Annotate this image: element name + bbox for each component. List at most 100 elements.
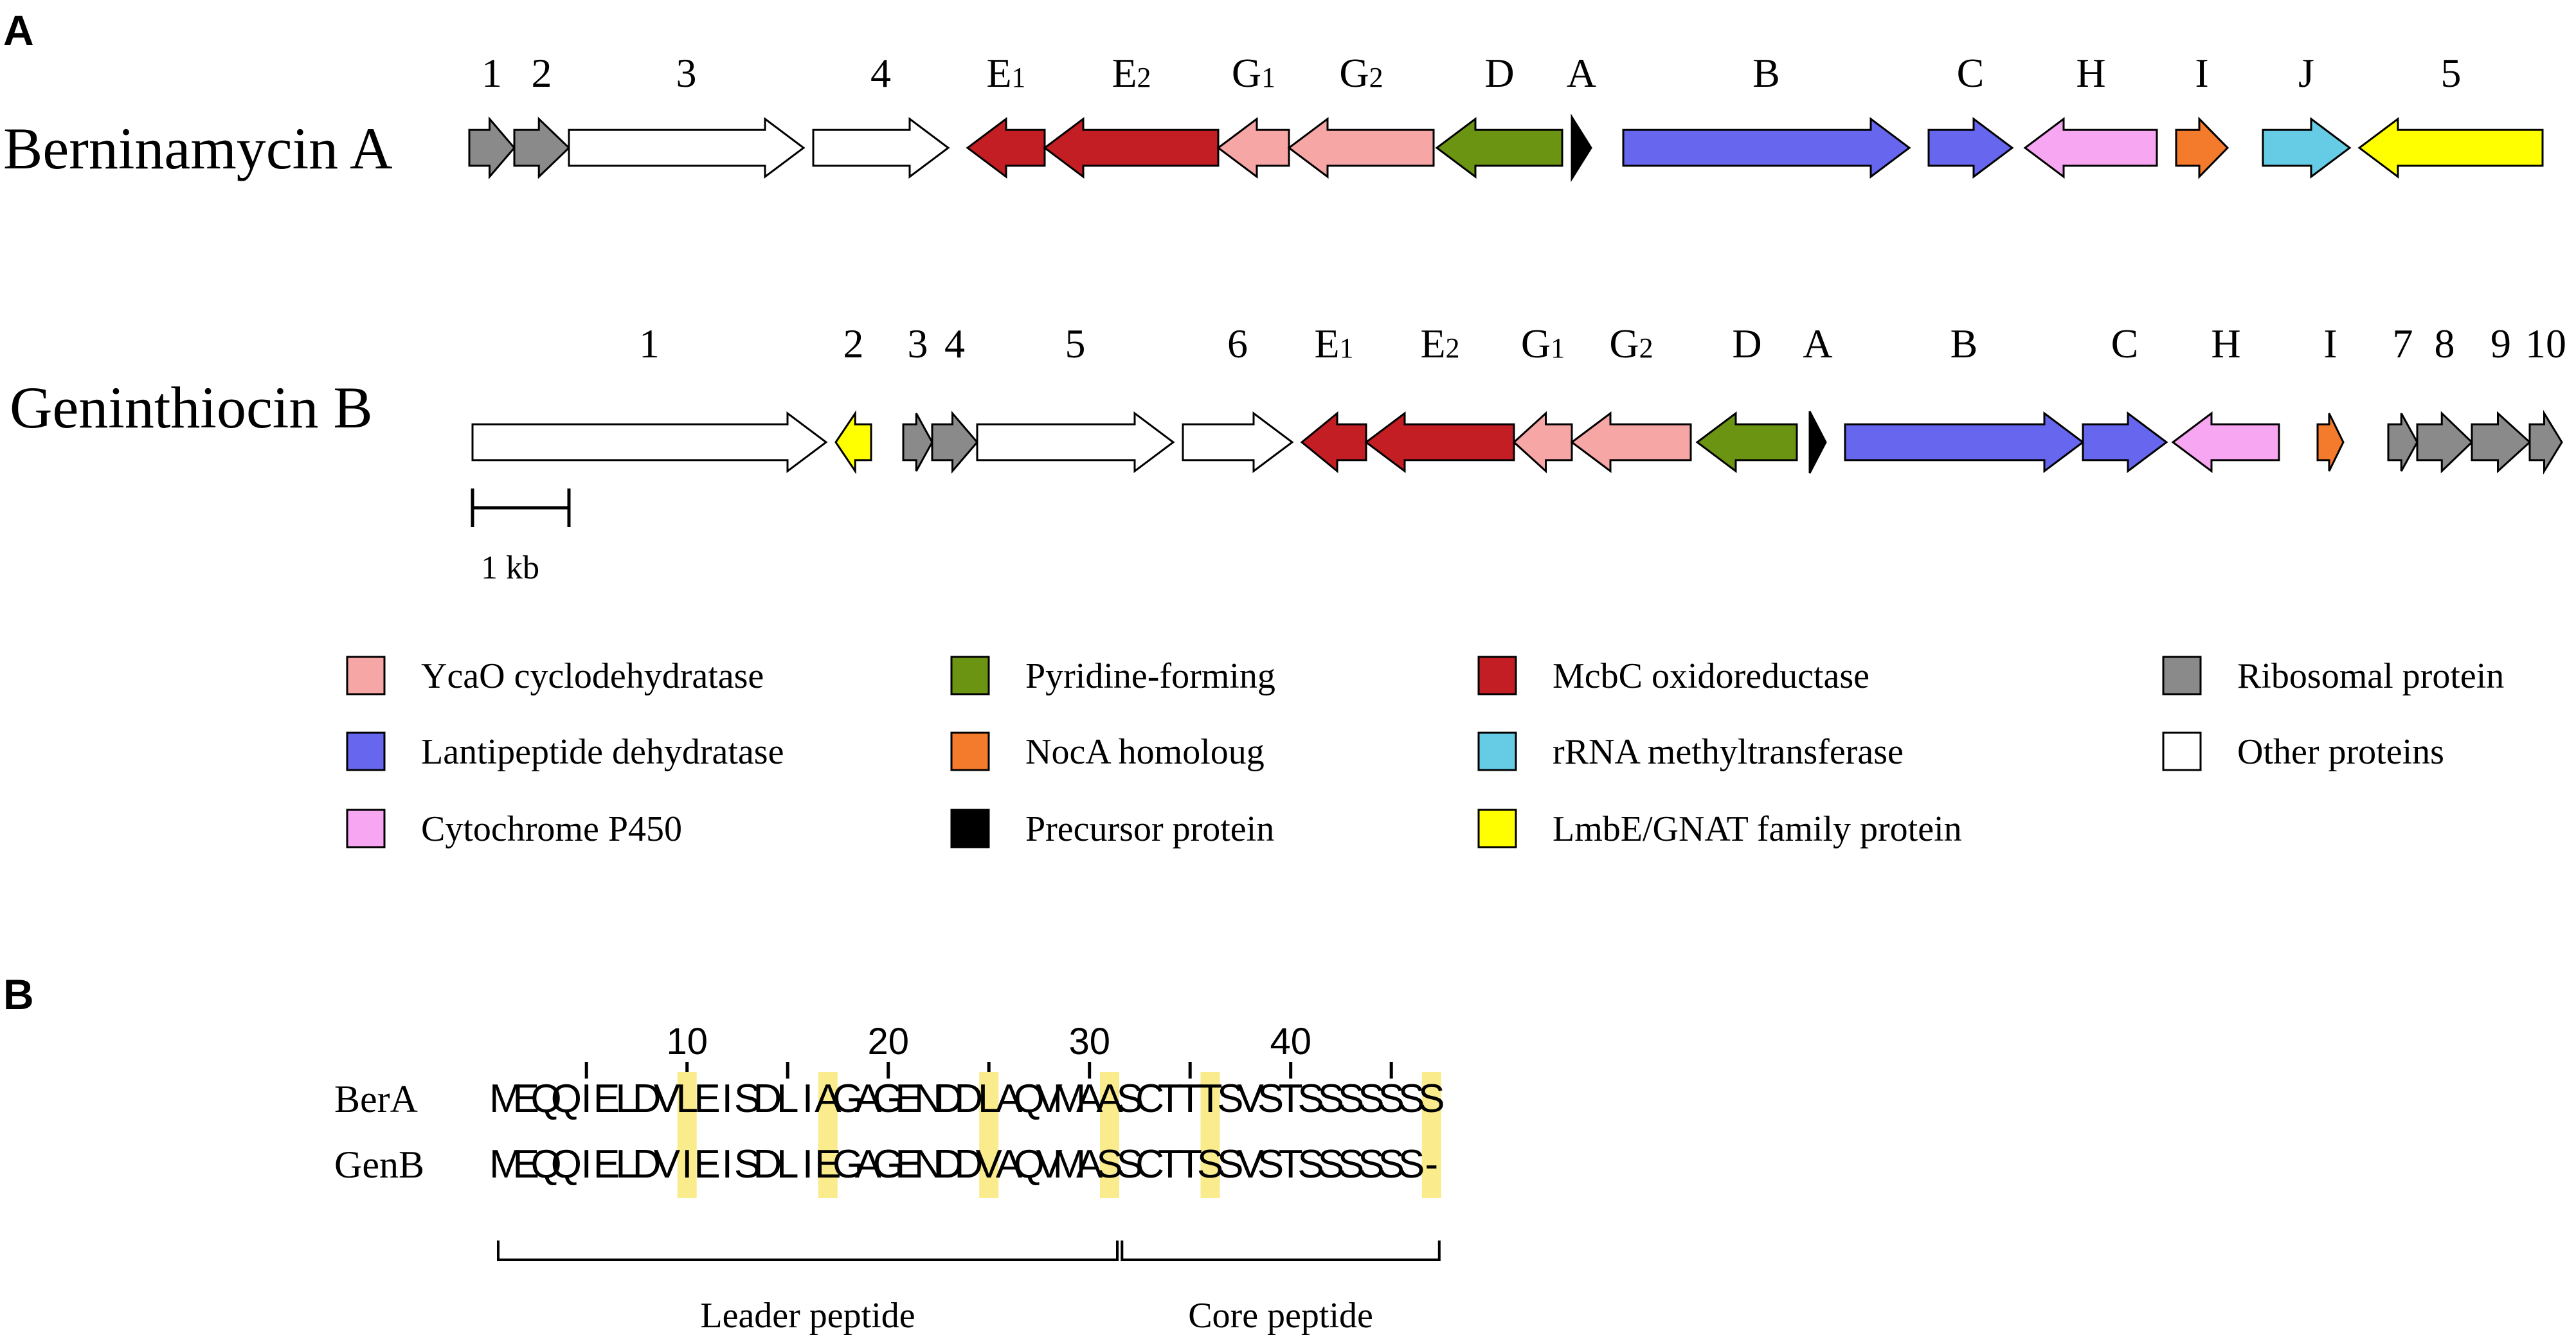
legend-label: McbC oxidoreductase xyxy=(1553,656,1869,696)
residue: S xyxy=(1318,1142,1344,1187)
gene-arrow-pyridine xyxy=(1695,411,1798,473)
residue: V xyxy=(1036,1077,1063,1121)
gene-arrow-other xyxy=(568,117,806,179)
residue: V xyxy=(976,1142,1003,1187)
residue: S xyxy=(1217,1142,1243,1187)
residue: S xyxy=(1338,1142,1364,1187)
residue: Q xyxy=(1014,1077,1045,1121)
highlight-column xyxy=(818,1072,838,1198)
residue: S xyxy=(1297,1142,1324,1187)
residue: N xyxy=(914,1142,943,1187)
residue: S xyxy=(1318,1077,1344,1121)
gene-arrow-ycao xyxy=(1216,117,1290,179)
gene-label: 1 xyxy=(639,321,660,366)
gene-label: J xyxy=(2298,50,2314,96)
residue: L xyxy=(676,1077,698,1121)
residue: V xyxy=(1036,1142,1063,1187)
residue: S xyxy=(1358,1142,1384,1187)
residue: G xyxy=(873,1077,904,1121)
legend-swatch xyxy=(950,656,990,695)
legend-label: Pyridine-forming xyxy=(1025,656,1275,696)
residue: E xyxy=(593,1142,620,1187)
gene-label: H xyxy=(2076,50,2105,96)
gene-label: 10 xyxy=(2525,321,2566,366)
residue: L xyxy=(978,1077,1000,1121)
residue: A xyxy=(996,1077,1023,1121)
gene-label: A xyxy=(1567,50,1596,96)
gene-label: G2 xyxy=(1609,321,1653,366)
ruler-label: 20 xyxy=(867,1021,909,1062)
gene-arrow-ycao xyxy=(1512,411,1573,474)
residue: N xyxy=(914,1077,943,1121)
gene-arrow-mcbc xyxy=(966,117,1046,179)
residue: A xyxy=(996,1142,1023,1187)
highlight-column xyxy=(677,1072,697,1198)
residue: D xyxy=(633,1077,662,1121)
gene-arrow-mcbc xyxy=(1364,411,1515,473)
gene-label: 5 xyxy=(2441,50,2462,96)
gene-label: G2 xyxy=(1339,50,1383,96)
highlight-column xyxy=(1421,1072,1441,1198)
cluster-name: Geninthiocin B xyxy=(10,375,373,440)
residue: Q xyxy=(530,1077,561,1121)
residue: I xyxy=(722,1142,733,1187)
residue: L xyxy=(616,1142,638,1187)
gene-arrow-p450 xyxy=(2171,411,2280,473)
region-bracket xyxy=(497,1241,1119,1261)
legend-label: LmbE/GNAT family protein xyxy=(1553,809,1962,849)
ruler-label: 30 xyxy=(1068,1021,1110,1062)
residue: E xyxy=(694,1077,720,1121)
residue: D xyxy=(633,1142,662,1187)
gene-arrow-ribosomal xyxy=(468,116,516,180)
gene-label: I xyxy=(2195,50,2208,96)
residue: A xyxy=(855,1077,882,1121)
residue: S xyxy=(1096,1142,1122,1187)
gene-arrow-ribosomal xyxy=(2416,411,2474,474)
residue: S xyxy=(1418,1077,1445,1121)
gene-arrow-precursor xyxy=(1808,411,1827,474)
residue: S xyxy=(1197,1142,1223,1187)
residue: I xyxy=(802,1077,813,1121)
residue: L xyxy=(616,1077,638,1121)
gene-label: A xyxy=(1803,321,1832,366)
legend-swatch xyxy=(346,731,386,771)
residue: A xyxy=(855,1142,882,1187)
residue: A xyxy=(815,1077,842,1121)
residue: S xyxy=(1217,1077,1243,1121)
gene-label: C xyxy=(1957,50,1985,96)
residue: Q xyxy=(1014,1142,1045,1187)
residue: S xyxy=(1257,1142,1284,1187)
residue: A xyxy=(1096,1077,1123,1121)
gene-arrow-noca xyxy=(2175,116,2229,179)
sequence-name: GenB xyxy=(334,1143,424,1186)
gene-label: E1 xyxy=(1314,321,1353,366)
residue: S xyxy=(1398,1077,1425,1121)
residue: S xyxy=(734,1077,761,1121)
gene-arrow-noca xyxy=(2316,413,2345,472)
ruler-label: 10 xyxy=(666,1021,708,1062)
residue: S xyxy=(1378,1077,1405,1121)
residue: C xyxy=(1135,1077,1164,1121)
residue: Q xyxy=(551,1077,582,1121)
legend-swatch xyxy=(2162,731,2202,771)
gene-arrow-lantipeptide xyxy=(1927,117,2014,179)
residue: D xyxy=(955,1142,984,1187)
gene-label: 1 xyxy=(482,50,502,96)
gene-arrow-other xyxy=(976,411,1175,473)
residue: D xyxy=(753,1077,782,1121)
residue: S xyxy=(1358,1077,1384,1121)
residue: V xyxy=(1237,1142,1264,1187)
residue: G xyxy=(873,1142,904,1187)
scale-bar: 1 kb xyxy=(471,488,571,586)
legend-swatch xyxy=(1477,656,1517,695)
gene-arrow-ribosomal xyxy=(2387,413,2418,472)
residue: Q xyxy=(551,1142,582,1187)
gene-label: 9 xyxy=(2490,321,2511,366)
residue: A xyxy=(1076,1142,1103,1187)
legend-label: NocA homoloug xyxy=(1025,732,1265,772)
gene-label: E1 xyxy=(986,50,1025,96)
legend-swatch xyxy=(1477,809,1517,848)
residue: I xyxy=(581,1077,592,1121)
residue: D xyxy=(934,1142,963,1187)
gene-arrow-rrna xyxy=(2262,117,2352,179)
